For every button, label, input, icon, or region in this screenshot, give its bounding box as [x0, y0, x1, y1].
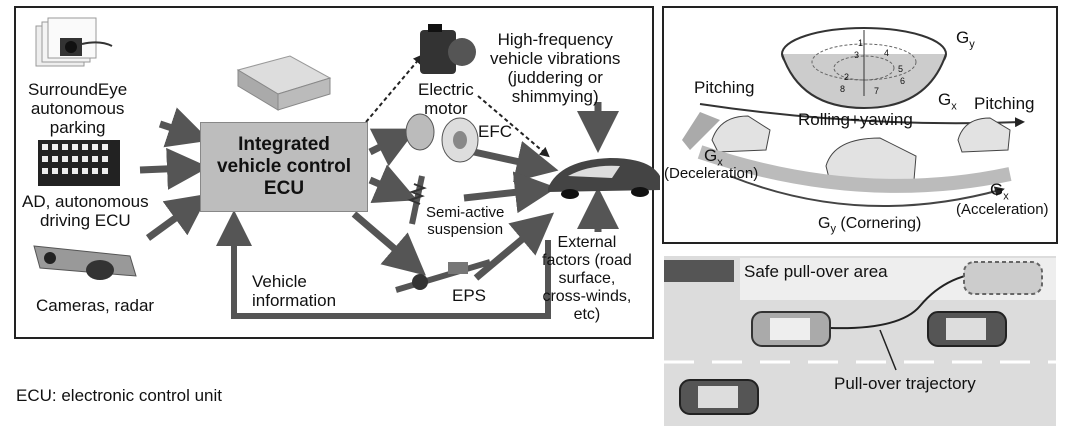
eps-label: EPS — [452, 286, 487, 305]
gx-accel-label: Gx — [990, 180, 1009, 203]
bowl-number: 1 — [858, 38, 864, 48]
vehicle-dynamics-panel — [662, 6, 1058, 244]
g-bowl-icon — [781, 27, 947, 110]
vibrations-label: High-frequency vehicle vibrations (judde… — [490, 30, 621, 106]
bowl-number: 4 — [884, 48, 890, 58]
integrated-ecu-label: Integrated vehicle control ECU — [216, 134, 352, 199]
semi-active-suspension-label: Semi-active suspension — [426, 204, 505, 238]
bowl-number: 6 — [900, 76, 906, 86]
safe-pullover-label: Safe pull-over area — [744, 262, 888, 281]
ecu-unit-icon — [236, 55, 332, 111]
cornering-label: Gy (Cornering) — [818, 215, 922, 236]
car-icon — [548, 158, 660, 199]
camera-icon — [35, 17, 113, 67]
bowl-number: 3 — [854, 50, 860, 60]
gx-decel-label: Gx — [704, 146, 723, 169]
acceleration-label: (Acceleration) — [956, 201, 1049, 218]
pullover-cars — [679, 261, 1043, 415]
pitching-right-label: Pitching — [974, 94, 1035, 113]
pullover-trajectory-label: Pull-over trajectory — [834, 374, 976, 393]
surround-eye-label: SurroundEye autonomous parking — [28, 80, 128, 137]
gx-top-label: Gx — [938, 90, 957, 113]
suspension-icon — [407, 175, 427, 225]
eps-steering-icon — [395, 259, 491, 293]
cameras-radar-label: Cameras, radar — [36, 296, 155, 315]
radar-camera-icon — [33, 245, 137, 280]
vehicle-information-label: Vehicle information — [252, 272, 337, 310]
ad-ecu-label: AD, autonomous driving ECU — [22, 192, 149, 230]
integrated-ecu-box: Integrated vehicle control ECU — [200, 122, 368, 212]
efc-brake-icon — [405, 113, 479, 163]
rolling-yawing-label: Rolling+yawing — [798, 110, 913, 129]
safe-area-strip — [664, 260, 734, 282]
ad-ecu-chip-icon — [38, 140, 120, 186]
external-factors-label: External factors (road surface, cross-wi… — [542, 234, 632, 323]
deceleration-label: (Deceleration) — [664, 165, 759, 182]
bowl-number: 5 — [898, 64, 904, 74]
vehicle-dynamics-cars — [682, 112, 1012, 208]
gy-top-label: Gy — [956, 28, 975, 51]
bowl-number: 2 — [844, 72, 850, 82]
electric-motor-icon — [420, 24, 476, 74]
footnote: ECU: electronic control unit — [16, 386, 222, 405]
efc-label: EFC — [478, 122, 512, 141]
electric-motor-label: Electric motor — [418, 80, 474, 118]
bowl-number: 8 — [840, 84, 846, 94]
bowl-number: 7 — [874, 86, 880, 96]
pitching-left-label: Pitching — [694, 78, 755, 97]
